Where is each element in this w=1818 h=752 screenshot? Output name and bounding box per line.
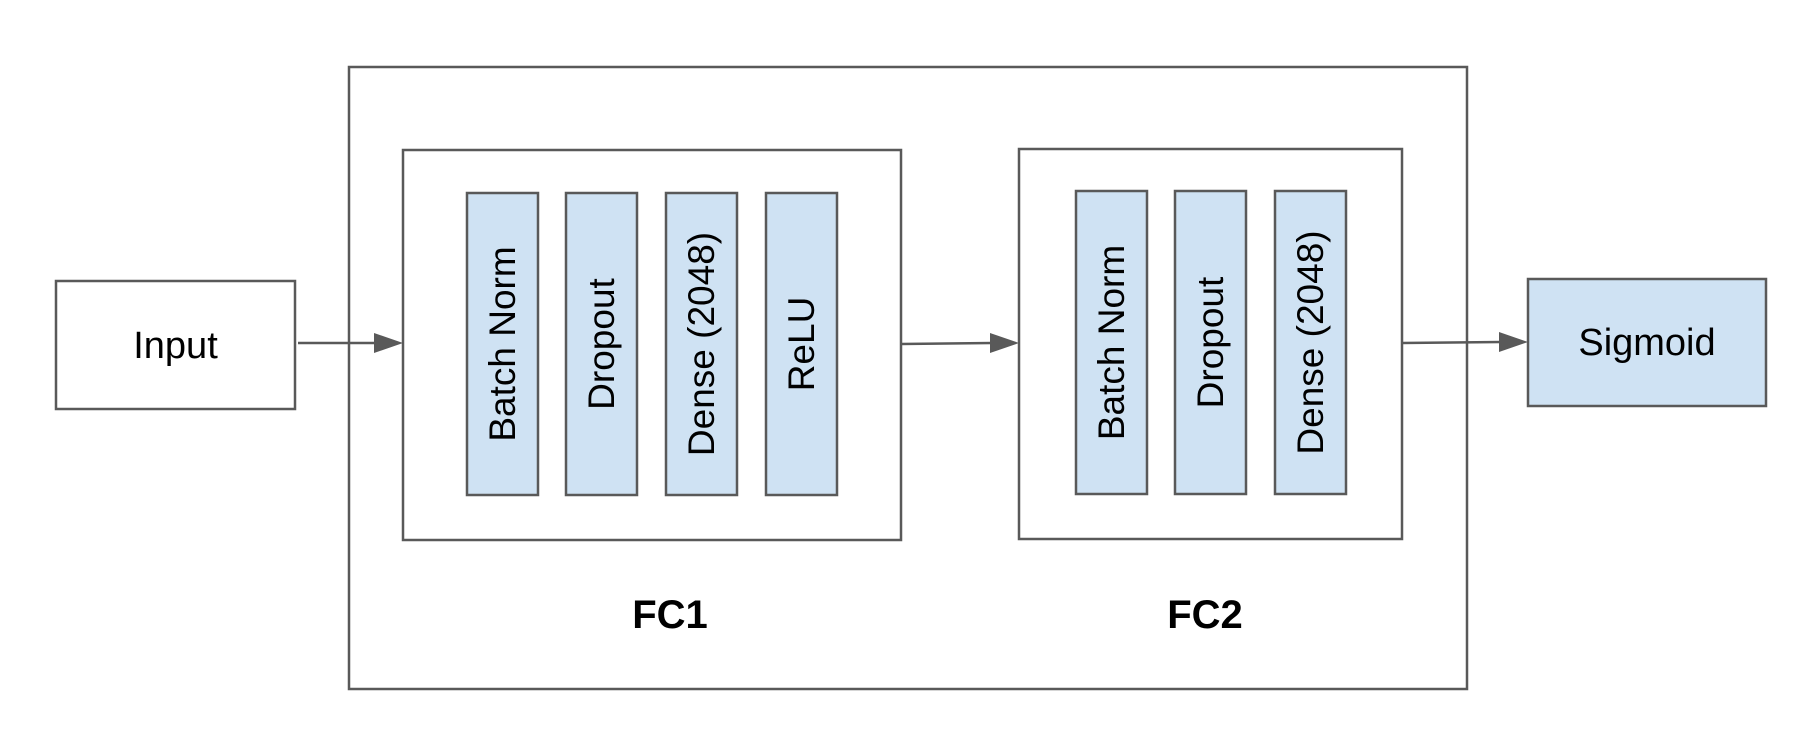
fc1-layer-box [764, 191, 839, 497]
fc1-label: FC1 [632, 593, 708, 637]
arrowhead [374, 333, 403, 353]
input-label: Input [133, 325, 218, 367]
arrow-line [900, 341, 993, 346]
fc1-layer-label: ReLU [781, 297, 822, 392]
fc2-layer-label: Batch Norm [1091, 245, 1132, 440]
sigmoid-node: Sigmoid [1526, 277, 1768, 408]
fc1-block: Batch Norm Dropout Dense (2048) ReLU FC1 [401, 148, 903, 637]
input-node: Input [54, 279, 297, 411]
fc2-layer-label: Dense (2048) [1290, 230, 1331, 454]
fc2-layer-dropout: Dropout [1173, 189, 1248, 496]
arrow-input-to-fc1 [298, 333, 403, 353]
fc2-label: FC2 [1167, 593, 1243, 637]
fc2-block: Batch Norm Dropout Dense (2048) FC2 [1017, 147, 1404, 637]
sigmoid-label: Sigmoid [1578, 322, 1715, 364]
arrowhead [990, 333, 1019, 353]
fc1-layer-box [465, 191, 540, 497]
fc1-layer-box [564, 191, 639, 497]
arrow-fc1-to-fc2 [900, 333, 1019, 353]
fc2-layer-box [1074, 189, 1149, 496]
fc1-layer-dropout: Dropout [564, 191, 639, 497]
fc2-layer-dense: Dense (2048) [1273, 189, 1348, 496]
fc1-layer-label: Batch Norm [482, 246, 523, 441]
fc2-layer-batch-norm: Batch Norm [1074, 189, 1149, 496]
fc1-layer-box [664, 191, 739, 497]
fc1-layer-label: Dropout [581, 277, 622, 409]
arrowhead [1499, 332, 1528, 352]
fc1-layer-relu: ReLU [764, 191, 839, 497]
fc2-layer-box [1273, 189, 1348, 496]
fc2-layer-box [1173, 189, 1248, 496]
input-box [54, 279, 297, 411]
arrow-fc2-to-sigmoid [1401, 332, 1528, 352]
fc1-layer-dense: Dense (2048) [664, 191, 739, 497]
fc1-layer-label: Dense (2048) [681, 232, 722, 456]
arrow-line [1401, 340, 1502, 345]
sigmoid-box [1526, 277, 1768, 408]
fc2-layer-label: Dropout [1190, 276, 1231, 408]
fc1-layer-batch-norm: Batch Norm [465, 191, 540, 497]
